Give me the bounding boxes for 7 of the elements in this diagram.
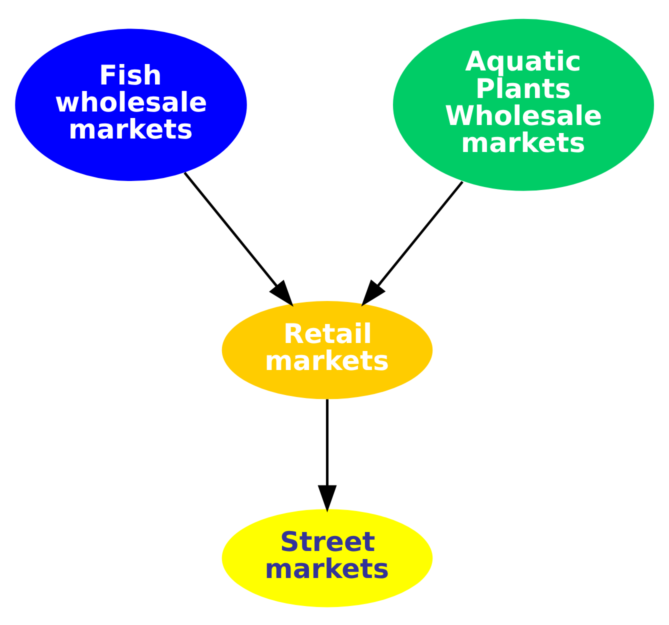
arrow [184,171,294,306]
node-ellipse: Fish wholesale markets [15,28,247,181]
arrow [318,398,337,512]
node-ellipse: Street markets [222,508,433,607]
node-ellipse: Retail markets [222,300,433,399]
node-ellipse: Aquatic Plants Wholesale markets [392,18,654,190]
arrow [361,180,464,306]
